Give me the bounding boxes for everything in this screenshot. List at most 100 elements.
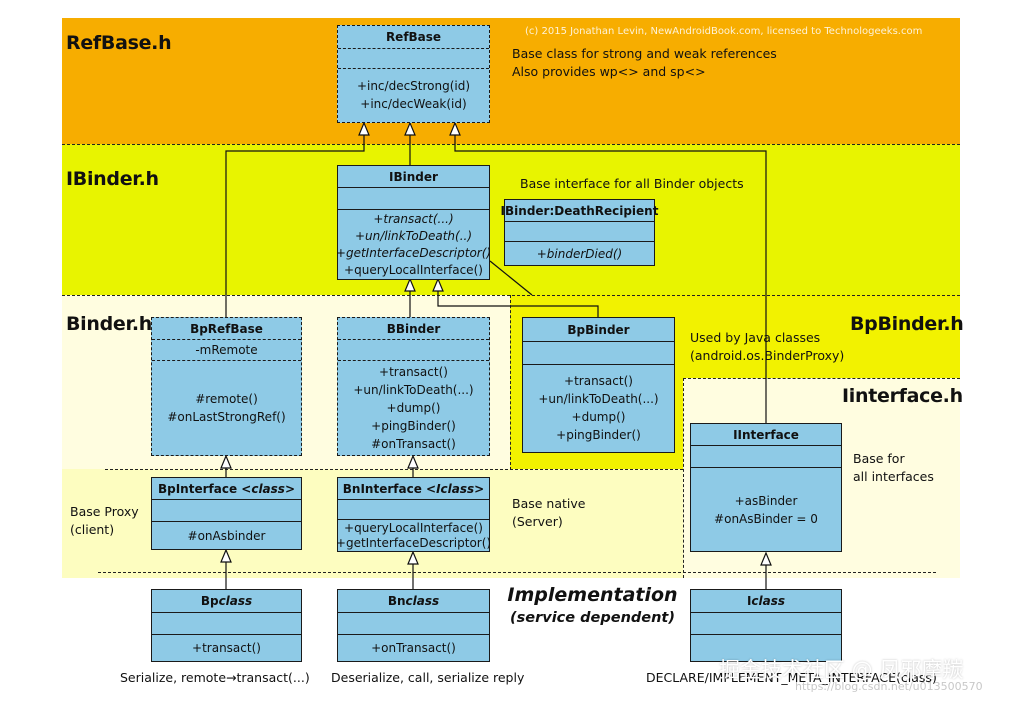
note-bninterface-line1: Base native [512, 496, 586, 511]
method: +queryLocalInterface() [344, 520, 483, 535]
method: +binderDied() [536, 246, 623, 261]
name-part: BnInterface < [342, 481, 437, 496]
method: +inc/decStrong(id) [356, 79, 471, 93]
method: +inc/decWeak(id) [360, 97, 467, 111]
class-refbase-fields [338, 49, 489, 69]
name-part: I [746, 594, 752, 608]
note-refbase-line2: Also provides wp<> and sp<> [512, 64, 706, 79]
name-part: > [284, 481, 295, 496]
class-bnclass-methods: +onTransact() [338, 635, 489, 661]
watermark-url: https://blog.csdn.net/u013500570 [795, 680, 983, 693]
arrowhead-ibinder-center [404, 277, 416, 292]
method: +un/linkToDeath(..) [355, 228, 472, 243]
class-bbinder-name: BBinder [338, 318, 489, 340]
note-bpbinder: Used by Java classes (android.os.BinderP… [690, 329, 844, 365]
name-part: Bp [200, 594, 219, 608]
note-iinterface-line1: Base for [853, 451, 905, 466]
class-ibinder: IBinder +transact(...) +un/linkToDeath(.… [335, 165, 492, 280]
copyright-text: (c) 2015 Jonathan Levin, NewAndroidBook.… [525, 26, 923, 37]
method: +asBinder [734, 493, 798, 508]
class-bpbinder-name: BpBinder [523, 318, 674, 342]
class-ibinder-name: IBinder [338, 166, 489, 188]
note-ibinder-line1: Base interface for all Binder objects [520, 176, 744, 191]
name-part-template: class [751, 594, 786, 608]
layer-title-refbase: RefBase.h [66, 32, 172, 54]
note-bninterface: Base native (Server) [512, 495, 585, 531]
arrowhead-bpinterface [220, 548, 232, 563]
edge-bpbinder-ibinder [437, 290, 599, 317]
implementation-subtitle: (service dependent) [510, 610, 675, 626]
note-bpbinder-line1: Used by Java classes [690, 330, 821, 345]
class-refbase-name: RefBase [338, 26, 489, 49]
class-bprefbase-fields: -mRemote [152, 340, 301, 361]
arrowhead-bninterface [407, 550, 419, 565]
separator-iinterface [683, 378, 960, 379]
name-part: BpInterface < [157, 481, 252, 496]
layer-title-binder: Binder.h [66, 313, 153, 335]
class-iinterface-name: IInterface [691, 424, 841, 446]
class-bprefbase-methods: #remote() #onLastStrongRef() [152, 361, 301, 455]
class-bpinterface-fields [152, 500, 301, 522]
caption-bnclass: Deserialize, call, serialize reply [331, 670, 525, 685]
method: +dump() [386, 401, 441, 415]
class-refbase: RefBase +inc/decStrong(id) +inc/decWeak(… [337, 25, 490, 123]
field: -mRemote [195, 343, 258, 357]
iinterface-region-left [683, 378, 684, 578]
layer-title-iinterface: Iinterface.h [842, 385, 963, 407]
class-iinterface-methods: +asBinder #onAsBinder = 0 [691, 468, 841, 551]
note-bpbinder-line2: (android.os.BinderProxy) [690, 348, 845, 363]
note-iinterface-line2: all interfaces [853, 469, 934, 484]
class-bninterface: BnInterface <Iclass> +queryLocalInterfac… [335, 477, 492, 552]
method: #onAsbinder [187, 528, 266, 543]
watermark-text: 掘金技术社区 @ 凤邪摩羰 [719, 658, 964, 682]
method: +transact() [564, 374, 633, 388]
method: +getInterfaceDescriptor() [335, 245, 492, 260]
name-part-template: class [218, 594, 253, 608]
method: #onLastStrongRef() [167, 410, 286, 424]
edge-bprefbase-refbase [225, 134, 365, 317]
method: +pingBinder() [556, 428, 641, 442]
layer-title-bpbinder: BpBinder.h [850, 313, 964, 335]
separator-refbase [62, 144, 960, 145]
arrowhead-refbase-center [404, 121, 416, 136]
separator-ibinder [62, 295, 960, 296]
caption-bpclass: Serialize, remote→transact(...) [120, 670, 310, 685]
method: +transact() [192, 641, 261, 655]
class-bninterface-methods: +queryLocalInterface() +getInterfaceDesc… [335, 520, 492, 551]
method: +getInterfaceDescriptor() [335, 535, 492, 550]
class-bprefbase-name: BpRefBase [152, 318, 301, 340]
arrowhead-bprefbase [220, 454, 232, 469]
name-part-template: Iclass [436, 481, 475, 496]
separator-implementation [98, 572, 936, 573]
method: +un/linkToDeath(...) [353, 383, 474, 397]
implementation-title: Implementation [507, 584, 678, 606]
arrowhead-iinterface [760, 551, 772, 566]
class-bpbinder-fields [523, 342, 674, 365]
arrowhead-bbinder [407, 454, 419, 469]
note-refbase: Base class for strong and weak reference… [512, 45, 777, 81]
method: +pingBinder() [371, 419, 456, 433]
class-deathrecipient-fields [505, 222, 654, 242]
class-refbase-methods: +inc/decStrong(id) +inc/decWeak(id) [338, 69, 489, 121]
note-bpinterface-line2: (client) [70, 522, 115, 537]
class-bpclass-fields [152, 613, 301, 635]
class-bbinder: BBinder +transact() +un/linkToDeath(...)… [337, 317, 490, 456]
note-bninterface-line2: (Server) [512, 514, 563, 529]
edge-ibinder-deathrecipient [489, 260, 533, 296]
separator-binder [105, 469, 683, 470]
class-ibinder-methods: +transact(...) +un/linkToDeath(..) +getI… [335, 210, 492, 279]
class-bpbinder-methods: +transact() +un/linkToDeath(...) +dump()… [523, 365, 674, 451]
class-ibinder-fields [338, 188, 489, 210]
note-bpinterface: Base Proxy (client) [70, 503, 139, 539]
class-bpinterface: BpInterface <class> #onAsbinder [151, 477, 302, 550]
class-bninterface-fields [338, 500, 489, 520]
note-bpinterface-line1: Base Proxy [70, 504, 139, 519]
class-deathrecipient-methods: +binderDied() [505, 242, 654, 265]
refbase-band [62, 18, 960, 144]
class-iinterface-fields [691, 446, 841, 468]
